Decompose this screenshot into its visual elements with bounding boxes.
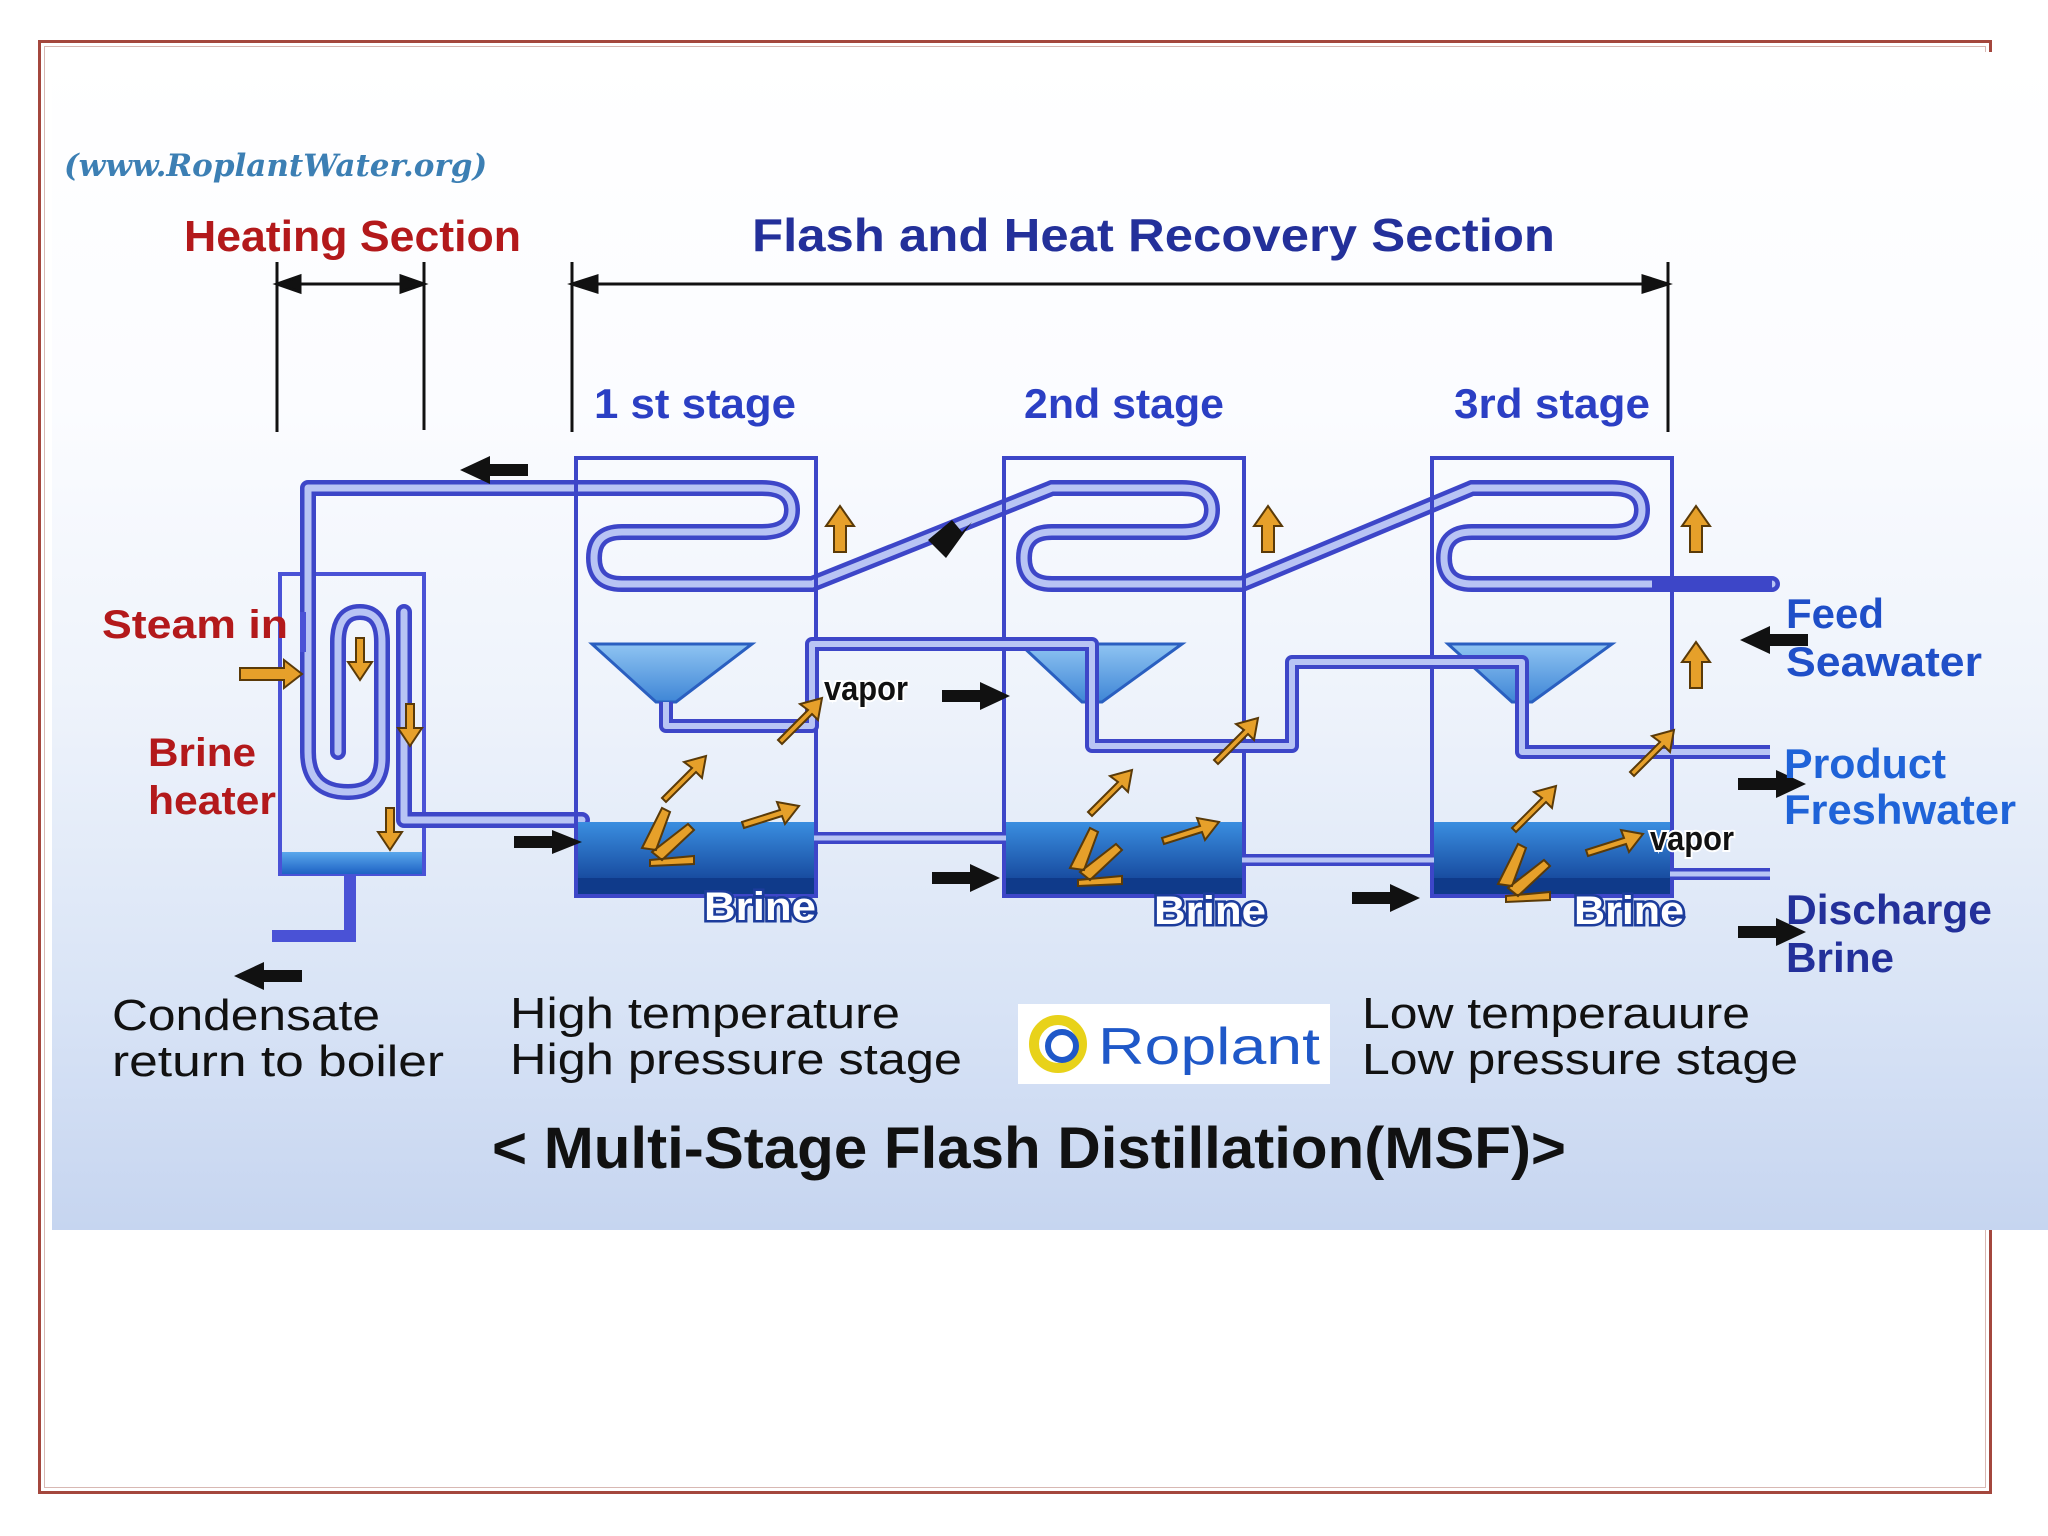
flash-section-bracket bbox=[567, 262, 1673, 432]
flash-recovery-title: Flash and Heat Recovery Section bbox=[752, 209, 1555, 261]
feed-pipe-system bbox=[300, 480, 1780, 828]
low-stage-label-1: Low temperauure bbox=[1362, 989, 1750, 1038]
stage-1-title: 1 st stage bbox=[594, 380, 796, 427]
feed-seawater-label-1: Feed bbox=[1786, 590, 1884, 637]
brine-heater-label-2: heater bbox=[148, 779, 276, 823]
brine-label-stage-2: Brine bbox=[1154, 889, 1266, 933]
brine-label-stage-1: Brine bbox=[704, 885, 816, 929]
brine-heater bbox=[272, 572, 426, 942]
discharge-brine-label-2: Brine bbox=[1786, 934, 1894, 981]
product-pipe bbox=[659, 637, 1770, 759]
vapor-arrows bbox=[239, 504, 1712, 904]
msf-diagram: (www.RoplantWater.org) Heating Section F… bbox=[64, 148, 2016, 1181]
product-freshwater-label-2: Freshwater bbox=[1784, 786, 2016, 833]
stage-3-title: 3rd stage bbox=[1454, 380, 1650, 427]
brine-label-stage-3: Brine bbox=[1574, 889, 1684, 933]
watermark: (www.RoplantWater.org) bbox=[64, 148, 487, 184]
vapor-label-stage-1: vapor bbox=[824, 670, 908, 708]
condensate-label-1: Condensate bbox=[112, 991, 380, 1040]
steam-in-label: Steam in bbox=[102, 603, 288, 647]
brine-transfer-line bbox=[814, 832, 1770, 880]
brine-heater-label-1: Brine bbox=[148, 731, 256, 775]
high-stage-label-2: High pressure stage bbox=[510, 1035, 962, 1084]
stage-1-box bbox=[574, 456, 818, 898]
stage-2-title: 2nd stage bbox=[1024, 380, 1224, 427]
roplant-logo-text: Roplant bbox=[1098, 1018, 1321, 1076]
steam-inlet-stub bbox=[300, 612, 306, 652]
low-stage-label-2: Low pressure stage bbox=[1362, 1035, 1798, 1084]
heating-section-bracket bbox=[272, 262, 429, 432]
discharge-brine-label-1: Discharge bbox=[1786, 886, 1992, 933]
heating-section-title: Heating Section bbox=[184, 212, 521, 261]
diagram-panel: (www.RoplantWater.org) Heating Section F… bbox=[52, 52, 2048, 1230]
product-freshwater-label-1: Product bbox=[1784, 740, 1946, 787]
high-stage-label-1: High temperature bbox=[510, 989, 900, 1038]
vapor-label-stage-3: vapor bbox=[1650, 820, 1734, 858]
roplant-logo: Roplant bbox=[1018, 1004, 1330, 1084]
feed-seawater-label-2: Seawater bbox=[1786, 638, 1982, 685]
flow-arrows bbox=[234, 456, 1808, 990]
diagram-caption: < Multi-Stage Flash Distillation(MSF)> bbox=[492, 1116, 1566, 1181]
condensate-label-2: return to boiler bbox=[112, 1037, 444, 1086]
